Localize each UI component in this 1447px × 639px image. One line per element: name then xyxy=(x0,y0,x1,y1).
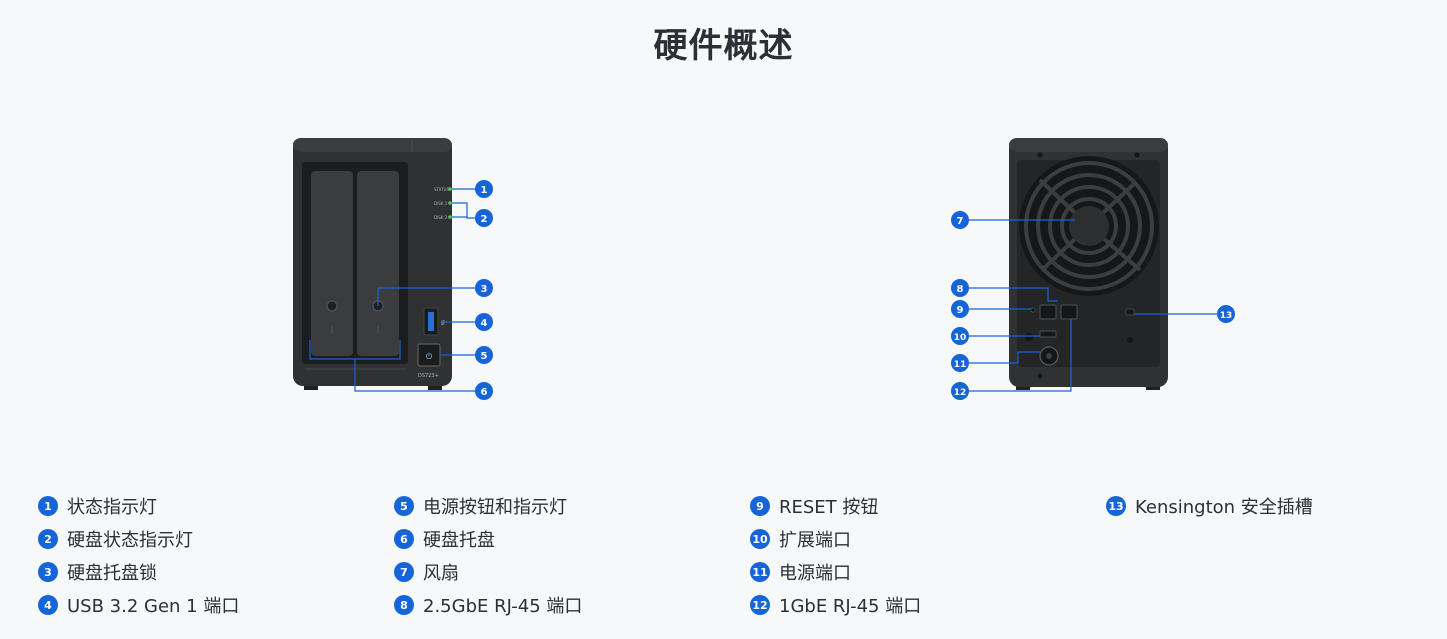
legend-label: 状态指示灯 xyxy=(67,497,157,518)
fan-hub xyxy=(1069,206,1109,246)
expansion-port xyxy=(1039,330,1057,338)
legend-number: 7 xyxy=(394,562,414,582)
legend-number: 13 xyxy=(1106,496,1126,516)
legend-item: 13 Kensington 安全插槽 xyxy=(1106,492,1313,520)
legend-number: 6 xyxy=(394,529,414,549)
disk1-led xyxy=(448,201,452,205)
legend-number: 12 xyxy=(750,595,770,615)
callout-badge-4: 4 xyxy=(475,313,493,331)
legend-item: 1 状态指示灯 xyxy=(38,492,157,520)
svg-text:8: 8 xyxy=(957,284,964,295)
legend-item: 7 风扇 xyxy=(394,558,459,586)
nas-front-view: STATUS DISK 1 DISK 2 ⭿ ⏻ DS723+ xyxy=(293,138,452,390)
status-led xyxy=(448,187,452,191)
svg-text:5: 5 xyxy=(481,351,488,362)
front-foot-right xyxy=(428,384,442,390)
page-title: 硬件概述 xyxy=(653,26,794,66)
callout-badge-9: 9 xyxy=(951,300,969,318)
status-led-label: STATUS xyxy=(434,187,449,192)
svg-text:7: 7 xyxy=(957,216,964,227)
rj45-port-1gbe xyxy=(1060,304,1078,320)
legend-item: 10 扩展端口 xyxy=(750,525,851,553)
legend-item: 11 电源端口 xyxy=(750,558,851,586)
usb-symbol-icon: ⭿ xyxy=(441,320,445,327)
disk2-led-label: DISK 2 xyxy=(434,215,448,220)
hardware-figure: STATUS DISK 1 DISK 2 ⭿ ⏻ DS723+ xyxy=(293,138,1235,400)
legend-label: RESET 按钮 xyxy=(779,497,879,518)
component-legend: 1 状态指示灯 2 硬盘状态指示灯 3 硬盘托盘锁 4 USB 3.2 Gen 1 端口… xyxy=(0,490,1447,630)
hardware-diagram: STATUS DISK 1 DISK 2 ⭿ ⏻ DS723+ xyxy=(293,138,1235,400)
svg-text:11: 11 xyxy=(954,360,967,370)
legend-item: 3 硬盘托盘锁 xyxy=(38,558,157,586)
svg-text:13: 13 xyxy=(1220,311,1233,321)
legend-number: 9 xyxy=(750,496,770,516)
callout-badge-1: 1 xyxy=(475,180,493,198)
svg-text:3: 3 xyxy=(481,284,488,295)
legend-item: 9 RESET 按钮 xyxy=(750,492,878,520)
legend-item: 2 硬盘状态指示灯 xyxy=(38,525,193,553)
legend-item: 5 电源按钮和指示灯 xyxy=(394,492,567,520)
legend-label: 硬盘托盘 xyxy=(423,530,495,551)
legend-number: 3 xyxy=(38,562,58,582)
legend-number: 4 xyxy=(38,595,58,615)
legend-number: 1 xyxy=(38,496,58,516)
legend-number: 2 xyxy=(38,529,58,549)
callout-badges: 1 2 3 4 5 6 7 8 9 10 11 12 13 xyxy=(475,180,1235,400)
front-foot-left xyxy=(304,384,318,390)
legend-label: Kensington 安全插槽 xyxy=(1135,497,1313,518)
drive-tray-2 xyxy=(357,171,399,356)
legend-label: 1GbE RJ-45 端口 xyxy=(779,596,922,617)
callout-badge-3: 3 xyxy=(475,279,493,297)
svg-text:9: 9 xyxy=(957,305,964,316)
legend-item: 4 USB 3.2 Gen 1 端口 xyxy=(38,591,239,619)
callout-badge-11: 11 xyxy=(951,354,969,372)
callout-badge-12: 12 xyxy=(951,382,969,400)
callout-badge-5: 5 xyxy=(475,346,493,364)
legend-label: 2.5GbE RJ-45 端口 xyxy=(423,596,583,617)
usb-port-insert xyxy=(428,312,434,331)
tray-lock-1 xyxy=(326,300,338,312)
front-callout-lines xyxy=(309,188,475,392)
legend-label: USB 3.2 Gen 1 端口 xyxy=(67,596,240,617)
callout-badge-10: 10 xyxy=(951,327,969,345)
legend-label: 硬盘托盘锁 xyxy=(67,563,157,584)
legend-number: 5 xyxy=(394,496,414,516)
drive-tray-1 xyxy=(311,171,353,356)
callout-badge-8: 8 xyxy=(951,279,969,297)
fan-rings xyxy=(1024,161,1154,291)
legend-label: 电源按钮和指示灯 xyxy=(423,497,567,518)
legend-item: 12 1GbE RJ-45 端口 xyxy=(750,591,921,619)
front-top-edge xyxy=(293,138,452,152)
svg-text:1: 1 xyxy=(481,185,488,196)
svg-text:2: 2 xyxy=(481,214,488,225)
back-callout-lines xyxy=(969,219,1217,392)
rj45-port-2-5gbe xyxy=(1039,304,1057,320)
svg-text:6: 6 xyxy=(481,387,488,398)
callout-badge-7: 7 xyxy=(951,211,969,229)
callout-badge-2: 2 xyxy=(475,209,493,227)
legend-number: 11 xyxy=(750,562,770,582)
legend-number: 10 xyxy=(750,529,770,549)
reset-button xyxy=(1030,307,1036,313)
legend-label: 风扇 xyxy=(423,563,459,584)
legend-label: 扩展端口 xyxy=(779,530,851,551)
svg-text:10: 10 xyxy=(954,333,967,343)
model-label: DS723+ xyxy=(418,373,439,379)
power-icon: ⏻ xyxy=(426,352,433,361)
legend-label: 电源端口 xyxy=(779,563,851,584)
disk2-led xyxy=(448,215,452,219)
callout-badge-6: 6 xyxy=(475,382,493,400)
legend-label: 硬盘状态指示灯 xyxy=(67,530,193,551)
callout-badge-13: 13 xyxy=(1217,305,1235,323)
legend-item: 6 硬盘托盘 xyxy=(394,525,495,553)
svg-text:12: 12 xyxy=(954,388,967,398)
legend-number: 8 xyxy=(394,595,414,615)
disk1-led-label: DISK 1 xyxy=(434,201,448,206)
kensington-slot xyxy=(1125,308,1135,316)
legend-item: 8 2.5GbE RJ-45 端口 xyxy=(394,591,582,619)
nas-back-view xyxy=(1009,138,1168,390)
svg-text:4: 4 xyxy=(481,318,488,329)
